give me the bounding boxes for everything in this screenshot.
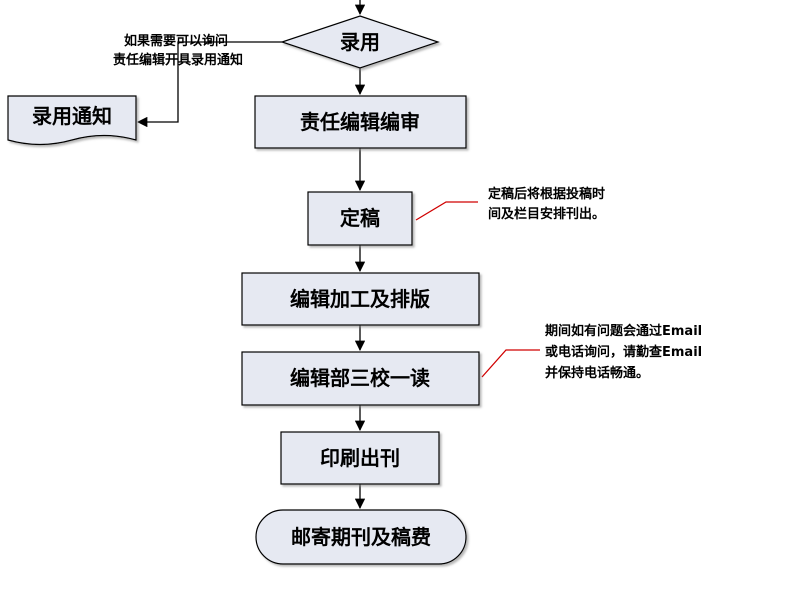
editing-box — [241, 272, 480, 326]
decision-label: 录用 — [340, 30, 380, 54]
process-finalize: 定稿 — [307, 191, 413, 246]
note-notify-line-2: 责任编辑开具录用通知 — [113, 52, 243, 68]
note-schedule-line-2: 间及栏目安排刊出。 — [488, 206, 605, 222]
connectors — [136, 0, 366, 510]
note-contact-line-2: 或电话询问，请勤查Email — [545, 344, 702, 360]
finalize-box — [307, 191, 413, 246]
process-editing: 编辑加工及排版 — [241, 272, 480, 326]
printing-box — [280, 431, 440, 485]
note-notify-line-1: 如果需要可以询问 — [124, 33, 228, 49]
note-notify: 如果需要可以询问 责任编辑开具录用通知 — [113, 33, 243, 68]
document-label: 录用通知 — [32, 104, 112, 128]
printing-label: 印刷出刊 — [320, 446, 400, 470]
editing-label: 编辑加工及排版 — [290, 287, 430, 311]
mailing-pill — [255, 509, 467, 565]
note-schedule-line-1: 定稿后将根据投稿时 — [487, 186, 605, 202]
callout-contact — [481, 349, 540, 378]
callouts — [415, 201, 540, 378]
review-label: 责任编辑编审 — [300, 110, 420, 134]
terminal-mailing: 邮寄期刊及稿费 — [255, 509, 467, 565]
proofread-label: 编辑部三校一读 — [290, 366, 430, 390]
document-shape — [7, 95, 137, 146]
process-proofread: 编辑部三校一读 — [241, 351, 480, 406]
mailing-label: 邮寄期刊及稿费 — [291, 525, 431, 549]
note-contact-line-1: 期间如有问题会通过Email — [545, 323, 702, 339]
document-node: 录用通知 — [7, 95, 137, 146]
decision-node: 录用 — [280, 15, 440, 69]
process-review: 责任编辑编审 — [254, 95, 467, 149]
process-printing: 印刷出刊 — [280, 431, 440, 485]
note-contact-line-3: 并保持电话畅通。 — [545, 365, 649, 381]
connector-decision-document — [136, 41, 282, 128]
review-box — [254, 95, 467, 149]
proofread-box — [241, 351, 480, 406]
callout-schedule — [415, 201, 478, 221]
note-contact: 期间如有问题会通过Email 或电话询问，请勤查Email 并保持电话畅通。 — [545, 323, 702, 381]
note-schedule: 定稿后将根据投稿时 间及栏目安排刊出。 — [487, 186, 605, 222]
finalize-label: 定稿 — [340, 206, 380, 230]
decision-diamond — [280, 15, 440, 69]
